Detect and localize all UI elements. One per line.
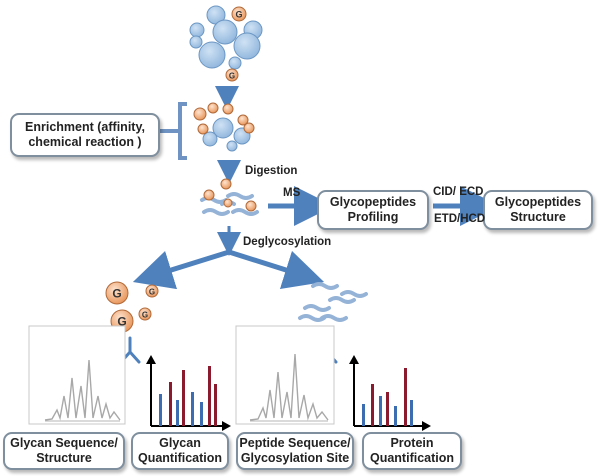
profiling-line2: Profiling — [347, 210, 399, 224]
glycan-quant-line1: Glycan — [159, 436, 201, 450]
enrichment-line2: chemical reaction ) — [28, 135, 142, 149]
ms-label: MS — [283, 187, 301, 199]
glycan-letter: G — [229, 72, 235, 81]
bar — [394, 406, 397, 426]
glycan-sequence-box: Glycan Sequence/Structure — [3, 432, 125, 470]
peptide-ms-spectrum — [235, 325, 335, 425]
glycan-seq-line2: Structure — [36, 451, 92, 465]
bar — [208, 366, 211, 426]
bar — [191, 392, 194, 426]
peptide-seq-line1: Peptide Sequence/ — [239, 436, 351, 450]
enrichment-box: Enrichment (affinity,chemical reaction ) — [10, 113, 160, 157]
bar — [404, 368, 407, 426]
digested-glycopeptides — [200, 178, 259, 216]
structure-line1: Glycopeptides — [494, 195, 582, 209]
glycan-letter: G — [117, 315, 126, 329]
bar — [379, 396, 382, 426]
peptide-sequence-box: Peptide Sequence/Glycosylation Site — [236, 432, 354, 470]
glycan-seq-line1: Glycan Sequence/ — [10, 436, 118, 450]
bar — [386, 392, 389, 426]
glycan-letter: G — [142, 311, 148, 320]
profiling-line1: Glycopeptides — [329, 195, 417, 209]
glycan-letter: G — [112, 287, 121, 301]
split-arrow-left — [132, 249, 230, 290]
deglycosylation-label: Deglycosylation — [243, 236, 332, 248]
glycan-quant-line2: Quantification — [137, 451, 223, 465]
digestion-label: Digestion — [245, 165, 298, 177]
protein-quant-chart — [349, 355, 431, 431]
structure-line2: Structure — [510, 210, 566, 224]
enrichment-line1: Enrichment (affinity, — [25, 120, 145, 134]
glycan-marker: G — [225, 68, 239, 82]
bar — [410, 400, 413, 426]
glycan-letter: G — [235, 10, 242, 20]
bar — [182, 370, 185, 426]
bar — [371, 384, 374, 426]
bar — [176, 400, 179, 426]
peptide-seq-line2: Glycosylation Site — [240, 451, 350, 465]
enriched-cluster — [193, 102, 255, 152]
glycan-ms-spectrum — [28, 325, 126, 425]
bar — [362, 404, 365, 426]
cid-ecd-label: CID/ ECD — [433, 186, 484, 198]
glycan-letter: G — [149, 288, 155, 297]
released-peptides — [298, 282, 368, 322]
released-glycans: G G G G — [105, 281, 159, 333]
bar — [200, 402, 203, 426]
split-arrow-right — [228, 249, 325, 290]
protein-quant-line1: Protein — [390, 436, 434, 450]
bar — [159, 394, 162, 426]
enrichment-bracket — [160, 102, 187, 160]
etd-hcd-label: ETD/HCD — [434, 213, 486, 225]
bar — [169, 382, 172, 426]
glycan-quant-chart — [146, 355, 231, 431]
glycan-marker: G — [231, 6, 247, 22]
protein-quant-line2: Quantification — [369, 451, 455, 465]
bar — [214, 384, 217, 426]
protein-cluster-top — [189, 5, 263, 70]
